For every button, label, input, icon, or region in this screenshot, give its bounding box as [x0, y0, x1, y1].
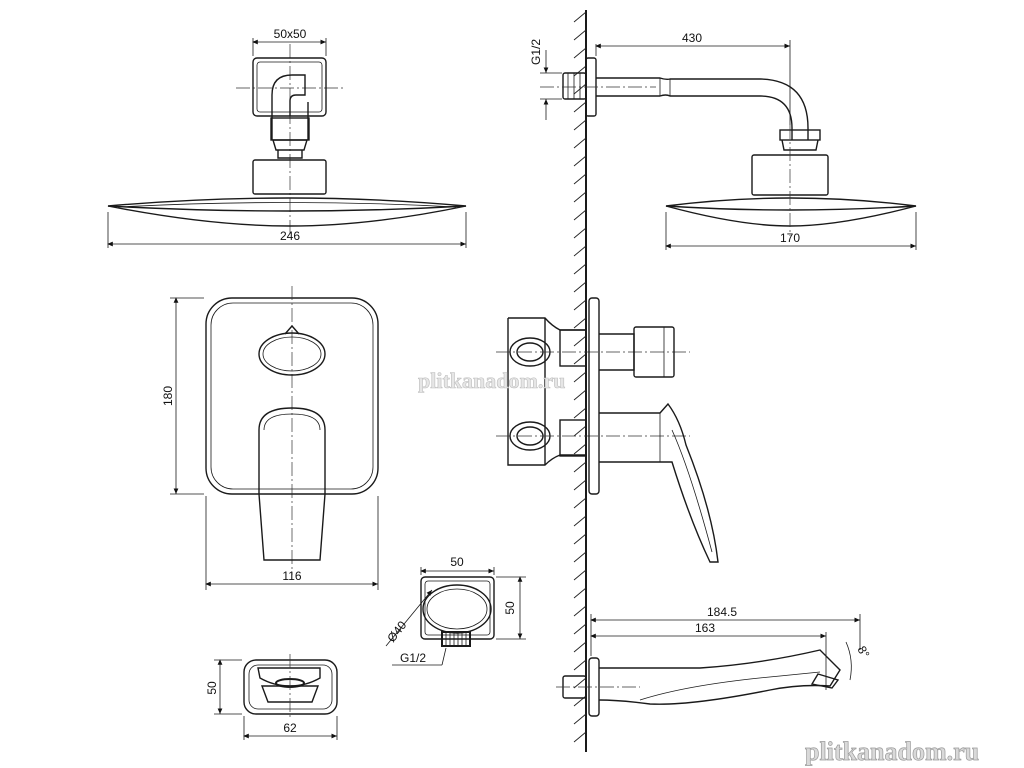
wall-hatch-line [573, 425, 587, 437]
wall-hatch-line [573, 677, 587, 689]
wall-hatch-line [573, 65, 587, 77]
wall-hatch-line [573, 299, 587, 311]
mixer-panel-front-view: 180 116 [161, 286, 379, 590]
wall-hatch-line [573, 137, 587, 149]
wall-hatch-line [573, 551, 587, 563]
wall-hatch-line [573, 443, 587, 455]
dim-panel-width: 116 [282, 569, 301, 583]
wall-hatch-line [573, 191, 587, 203]
dim-head-square: 50x50 [274, 27, 307, 41]
wall-hatch-line [573, 119, 587, 131]
wall-section [573, 10, 587, 752]
wall-hatch-line [573, 335, 587, 347]
dim-spout-width: 62 [283, 721, 297, 735]
dim-head-width-side: 170 [780, 231, 800, 245]
wall-hatch-line [573, 461, 587, 473]
shower-head-front-view: 50x50 246 [107, 27, 467, 248]
bath-spout-front-view: 50 62 [205, 654, 338, 740]
wall-hatch-line [573, 173, 587, 185]
dim-panel-height: 180 [161, 386, 175, 406]
dim-elbow-height: 50 [503, 601, 517, 615]
dim-spout-height: 50 [205, 681, 219, 695]
wall-hatch-line [573, 515, 587, 527]
wall-hatch-line [573, 713, 587, 725]
watermark-center: plitkanadom.ru [418, 368, 565, 393]
wall-hatch-line [573, 11, 587, 23]
wall-hatch-line [573, 641, 587, 653]
bath-spout-side-view: 184.5 163 8° [556, 605, 873, 717]
wall-hatch-line [573, 587, 587, 599]
dim-arm-length: 430 [682, 31, 702, 45]
wall-hatch-line [573, 227, 587, 239]
wall-hatch-line [573, 605, 587, 617]
dim-elbow-thread: G1/2 [400, 651, 426, 665]
wall-hatch-line [573, 731, 587, 743]
dim-arm-thread: G1/2 [529, 39, 543, 65]
wall-hatch-line [573, 281, 587, 293]
wall-hatch-line [573, 47, 587, 59]
wall-hatch-line [573, 479, 587, 491]
shower-arm-side-view: 430 G1/2 170 [529, 31, 917, 250]
wall-hatch-line [573, 623, 587, 635]
wall-hatch-line [573, 659, 587, 671]
wall-hatch-line [573, 263, 587, 275]
wall-elbow-outlet: 50 50 Ø40 G1/2 [384, 555, 526, 666]
wall-hatch-line [573, 407, 587, 419]
wall-hatch-line [573, 569, 587, 581]
mixer-side-view [496, 297, 719, 563]
wall-hatch-line [573, 29, 587, 41]
dim-elbow-width: 50 [450, 555, 464, 569]
dim-spout-angle: 8° [855, 644, 873, 661]
wall-hatch-line [573, 533, 587, 545]
dim-spout-length: 184.5 [707, 605, 737, 619]
dim-spout-reach: 163 [695, 621, 715, 635]
wall-hatch-line [573, 371, 587, 383]
watermark-corner: plitkanadom.ru [805, 737, 979, 766]
wall-hatch-line [573, 353, 587, 365]
wall-hatch-line [573, 389, 587, 401]
dim-head-width: 246 [280, 229, 300, 243]
wall-hatch-line [573, 245, 587, 257]
wall-hatch-line [573, 155, 587, 167]
wall-hatch-line [573, 497, 587, 509]
wall-hatch-line [573, 209, 587, 221]
wall-hatch-line [573, 101, 587, 113]
wall-hatch-line [573, 317, 587, 329]
